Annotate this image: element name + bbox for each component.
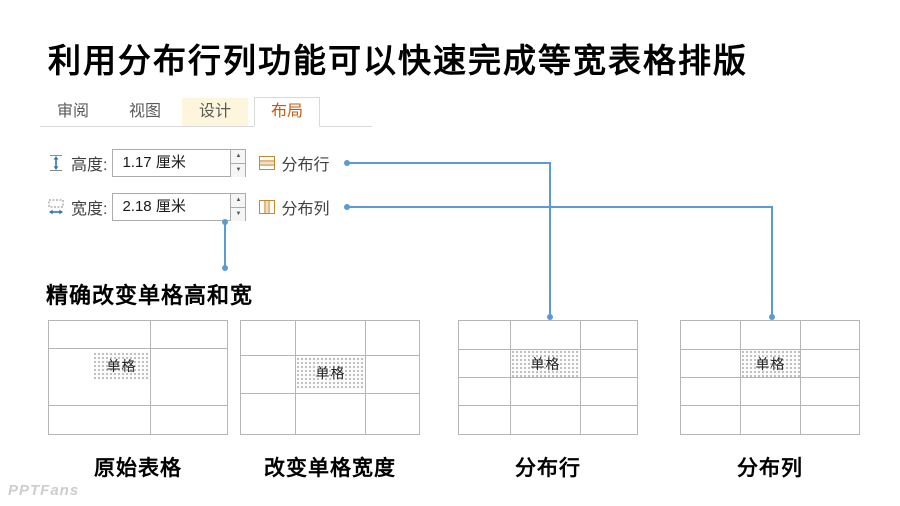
table-distributed-rows-grid [458, 320, 638, 435]
highlighted-cell: 单格 [296, 357, 365, 389]
distribute-rows-button[interactable]: 分布行 [281, 157, 330, 174]
connector-distribute-columns [344, 204, 775, 320]
table-distributed-rows: 单格 [458, 320, 638, 435]
watermark: PPTFans [8, 482, 80, 499]
page-title: 利用分布行列功能可以快速完成等宽表格排版 [48, 42, 748, 79]
spin-up-icon[interactable]: ▲ [231, 150, 246, 163]
width-spinner[interactable]: ▲ ▼ [230, 194, 246, 221]
table-changed-width-grid [240, 320, 420, 435]
section-heading: 精确改变单格高和宽 [46, 283, 254, 308]
table-distributed-columns-grid [680, 320, 860, 435]
highlighted-cell: 单格 [741, 350, 800, 377]
height-value[interactable]: 1.17 厘米 [122, 154, 186, 171]
table-distributed-columns: 单格 [680, 320, 860, 435]
width-input[interactable]: 2.18 厘米 ▲ ▼ [112, 193, 247, 221]
distribute-columns-icon [259, 200, 276, 214]
caption-changed-width: 改变单格宽度 [264, 457, 396, 480]
column-width-icon [48, 199, 64, 215]
spin-down-icon[interactable]: ▼ [231, 207, 246, 221]
row-height-icon [50, 155, 62, 171]
table-original: 单格 [48, 320, 228, 435]
highlighted-cell: 单格 [93, 352, 150, 380]
height-input[interactable]: 1.17 厘米 ▲ ▼ [112, 149, 247, 177]
width-value[interactable]: 2.18 厘米 [122, 198, 186, 215]
spin-down-icon[interactable]: ▼ [231, 163, 246, 177]
table-changed-width: 单格 [240, 320, 420, 435]
tab-review[interactable]: 审阅 [56, 103, 89, 120]
highlighted-cell: 单格 [511, 350, 580, 377]
width-control-row: 宽度: 2.18 厘米 ▲ ▼ 分布列 [46, 192, 329, 222]
height-spinner[interactable]: ▲ ▼ [230, 150, 246, 177]
connector-distribute-rows [344, 160, 553, 320]
tab-bar-underline [40, 126, 372, 127]
connector-width-input [222, 219, 228, 271]
width-label: 宽度: [71, 201, 108, 218]
table-original-grid [48, 320, 228, 435]
distribute-columns-button[interactable]: 分布列 [281, 201, 330, 218]
spin-up-icon[interactable]: ▲ [231, 194, 246, 207]
height-label: 高度: [71, 157, 108, 174]
caption-original-table: 原始表格 [94, 457, 182, 480]
caption-distribute-columns: 分布列 [737, 457, 803, 480]
tab-layout[interactable]: 布局 [254, 97, 320, 127]
tab-view[interactable]: 视图 [128, 103, 161, 120]
tab-design[interactable]: 设计 [182, 98, 248, 126]
distribute-rows-icon [259, 156, 276, 170]
caption-distribute-rows: 分布行 [515, 457, 581, 480]
height-control-row: 高度: 1.17 厘米 ▲ ▼ 分布行 [46, 148, 329, 178]
